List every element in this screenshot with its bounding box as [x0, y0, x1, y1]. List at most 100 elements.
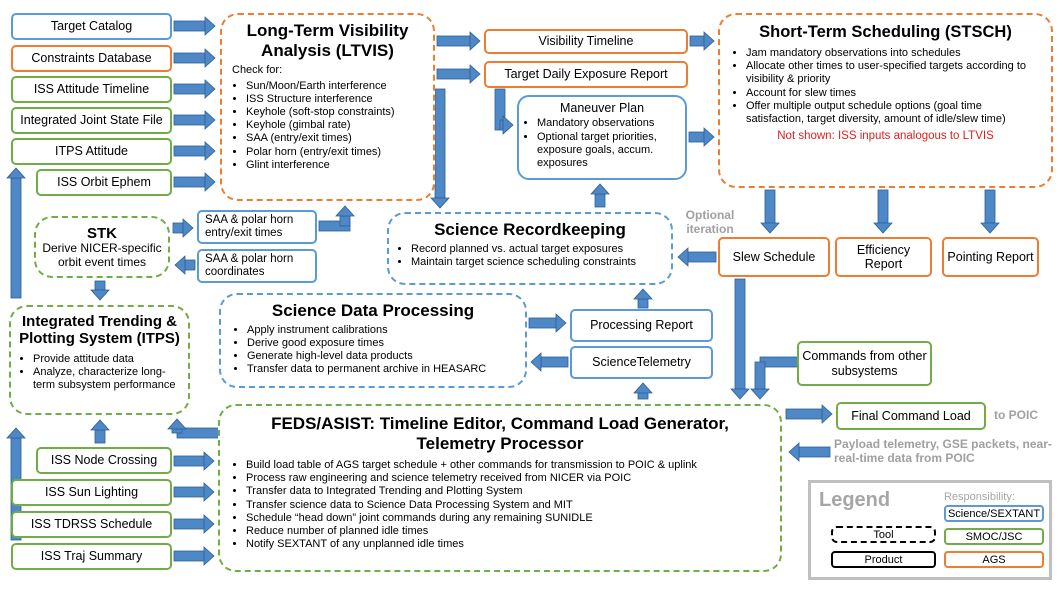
slew-schedule-box: Slew Schedule	[718, 237, 830, 277]
legend-ags: AGS	[944, 551, 1044, 568]
itps-attitude-label: ITPS Attitude	[55, 144, 128, 159]
science-recordkeeping-item: Maintain target science scheduling const…	[411, 256, 663, 269]
itps-tool: Integrated Trending & Plotting System (I…	[9, 305, 190, 415]
ltvis-to-daily-report-arrow	[436, 64, 481, 84]
iss-tdrss-schedule-box: ISS TDRSS Schedule	[11, 511, 172, 538]
science-data-processing-tool: Science Data Processing Apply instrument…	[219, 293, 527, 388]
science-data-processing-item: Transfer data to permanent archive in HE…	[247, 363, 513, 376]
science-recordkeeping-tool: Science Recordkeeping Record planned vs.…	[387, 212, 673, 285]
science-data-processing-title: Science Data Processing	[271, 301, 475, 320]
iss-node-crossing-label: ISS Node Crossing	[50, 453, 158, 468]
target-catalog-box: Target Catalog	[11, 13, 172, 40]
stk-to-itps-arrow	[90, 280, 110, 301]
legend-tool-label: Tool	[873, 528, 894, 541]
feds-asist-item: Reduce number of planned idle times	[246, 525, 768, 538]
legend-science-sextant-label: Science/SEXTANT	[947, 507, 1041, 520]
legend-smoc-jsc-label: SMOC/JSC	[965, 530, 1023, 543]
to-poic-label: to POIC	[994, 408, 1038, 422]
itps-title: Integrated Trending & Plotting System (I…	[19, 313, 180, 348]
science-telemetry-label: ScienceTelemetry	[592, 355, 691, 370]
integrated-joint-state-label: Integrated Joint State File	[20, 113, 163, 128]
iss-attitude-timeline-box: ISS Attitude Timeline	[11, 76, 172, 103]
input-to-ltvis-arrow	[173, 48, 216, 68]
itps-to-attitude-arrow	[6, 167, 26, 299]
ltvis-check-for: Check for:	[232, 64, 283, 77]
final-command-load-label: Final Command Load	[851, 408, 971, 423]
stsch-item: Allocate other times to user-specified t…	[746, 60, 1039, 86]
commands-other-subsystems-label: Commands from other subsystems	[802, 349, 927, 378]
legend-science-sextant: Science/SEXTANT	[944, 505, 1044, 522]
input-to-ltvis-arrow	[173, 16, 216, 36]
optional-iteration-label: Optional iteration	[685, 208, 735, 237]
science-recordkeeping-title: Science Recordkeeping	[434, 220, 626, 239]
saa-entry-exit-box: SAA & polar horn entry/exit times	[197, 210, 317, 244]
ltvis-item: Sun/Moon/Earth interference	[246, 80, 423, 93]
ltvis-item: SAA (entry/exit times)	[246, 132, 423, 145]
feds-to-command-load-arrow	[785, 404, 833, 424]
stsch-title: Short-Term Scheduling (STSCH)	[759, 23, 1012, 41]
iss-sun-lighting-label: ISS Sun Lighting	[44, 485, 139, 500]
stsch-not-shown-note: Not shown: ISS inputs analogous to LTVIS	[777, 130, 994, 143]
pointing-report-label: Pointing Report	[947, 249, 1034, 264]
stsch-item: Offer multiple output schedule options (…	[746, 100, 1039, 126]
saa-to-ltvis-arrow	[318, 205, 355, 232]
legend-product-label: Product	[864, 553, 903, 566]
feds-asist-item: Process raw engineering and science tele…	[246, 472, 768, 485]
stk-tool: STK Derive NICER-specific orbit event ti…	[34, 216, 170, 278]
efficiency-report-box: Efficiency Report	[835, 237, 932, 277]
recordkeeping-to-maneuver-arrow	[590, 183, 610, 208]
ltvis-item: ISS Structure interference	[246, 93, 423, 106]
science-data-processing-item: Derive good exposure times	[247, 337, 513, 350]
payload-to-feds-arrow	[788, 442, 831, 462]
sdp-to-processing-report-arrow	[528, 313, 567, 333]
maneuver-plan-title: Maneuver Plan	[559, 101, 645, 115]
ltvis-to-visibility-arrow	[436, 31, 481, 51]
stsch-to-efficiency-arrow	[873, 189, 893, 234]
maneuver-plan-item: Optional target priorities, exposure goa…	[537, 131, 679, 171]
science-data-processing-item: Generate high-level data products	[247, 350, 513, 363]
saa-coordinates-label: SAA & polar horn coordinates	[205, 252, 294, 278]
saa-coordinates-box: SAA & polar horn coordinates	[197, 249, 317, 283]
feds-asist-item: Schedule “head down” joint commands duri…	[246, 512, 768, 525]
node-crossing-to-itps-arrow	[90, 419, 110, 444]
maneuver-to-stsch-arrow	[688, 127, 715, 147]
pointing-report-box: Pointing Report	[942, 237, 1039, 277]
input-to-ltvis-arrow	[173, 110, 216, 130]
feds-asist-item: Build load table of AGS target schedule …	[246, 459, 768, 472]
stsch-tool: Short-Term Scheduling (STSCH) Jam mandat…	[718, 13, 1053, 188]
iss-tdrss-schedule-label: ISS TDRSS Schedule	[30, 517, 153, 532]
feds-asist-list: Build load table of AGS target schedule …	[232, 459, 768, 551]
slew-to-recordkeeping-arrow	[677, 247, 717, 267]
stsch-item: Jam mandatory observations into schedule…	[746, 47, 1039, 60]
slew-schedule-label: Slew Schedule	[732, 249, 816, 264]
stk-title: STK	[87, 224, 117, 242]
itps-item: Provide attitude data	[33, 353, 180, 366]
processing-report-to-recordkeeping-arrow	[633, 288, 653, 309]
stsch-to-slew-arrow	[760, 189, 780, 234]
daily-to-recordkeeping-arrow	[430, 88, 450, 209]
stsch-list: Jam mandatory observations into schedule…	[732, 47, 1039, 126]
legend-responsibility-title: Responsibility:	[944, 491, 1015, 503]
processing-report-label: Processing Report	[590, 318, 693, 333]
ltvis-item: Keyhole (gimbal rate)	[246, 119, 423, 132]
iss-orbit-ephem-box: ISS Orbit Ephem	[36, 169, 172, 196]
saa-entry-exit-label: SAA & polar horn entry/exit times	[205, 213, 294, 239]
stsch-item: Account for slew times	[746, 87, 1039, 100]
maneuver-plan-item: Mandatory observations	[537, 117, 679, 130]
science-recordkeeping-item: Record planned vs. actual target exposur…	[411, 243, 663, 256]
maneuver-plan-list: Mandatory observations Optional target p…	[525, 117, 679, 170]
target-catalog-label: Target Catalog	[50, 19, 133, 34]
science-data-processing-item: Apply instrument calibrations	[247, 324, 513, 337]
legend-product-sample: Product	[831, 551, 936, 568]
iss-attitude-timeline-label: ISS Attitude Timeline	[33, 82, 150, 97]
input-to-ltvis-arrow	[173, 172, 216, 192]
science-recordkeeping-list: Record planned vs. actual target exposur…	[397, 243, 663, 269]
visibility-timeline-label: Visibility Timeline	[538, 34, 634, 49]
legend-title: Legend	[819, 489, 891, 511]
feds-to-itps-arrow	[167, 418, 220, 439]
iss-sun-lighting-box: ISS Sun Lighting	[11, 479, 172, 506]
feds-asist-item: Transfer data to Integrated Trending and…	[246, 485, 768, 498]
slew-to-feds-arrow	[730, 278, 750, 400]
commands-other-subsystems-box: Commands from other subsystems	[797, 341, 932, 386]
